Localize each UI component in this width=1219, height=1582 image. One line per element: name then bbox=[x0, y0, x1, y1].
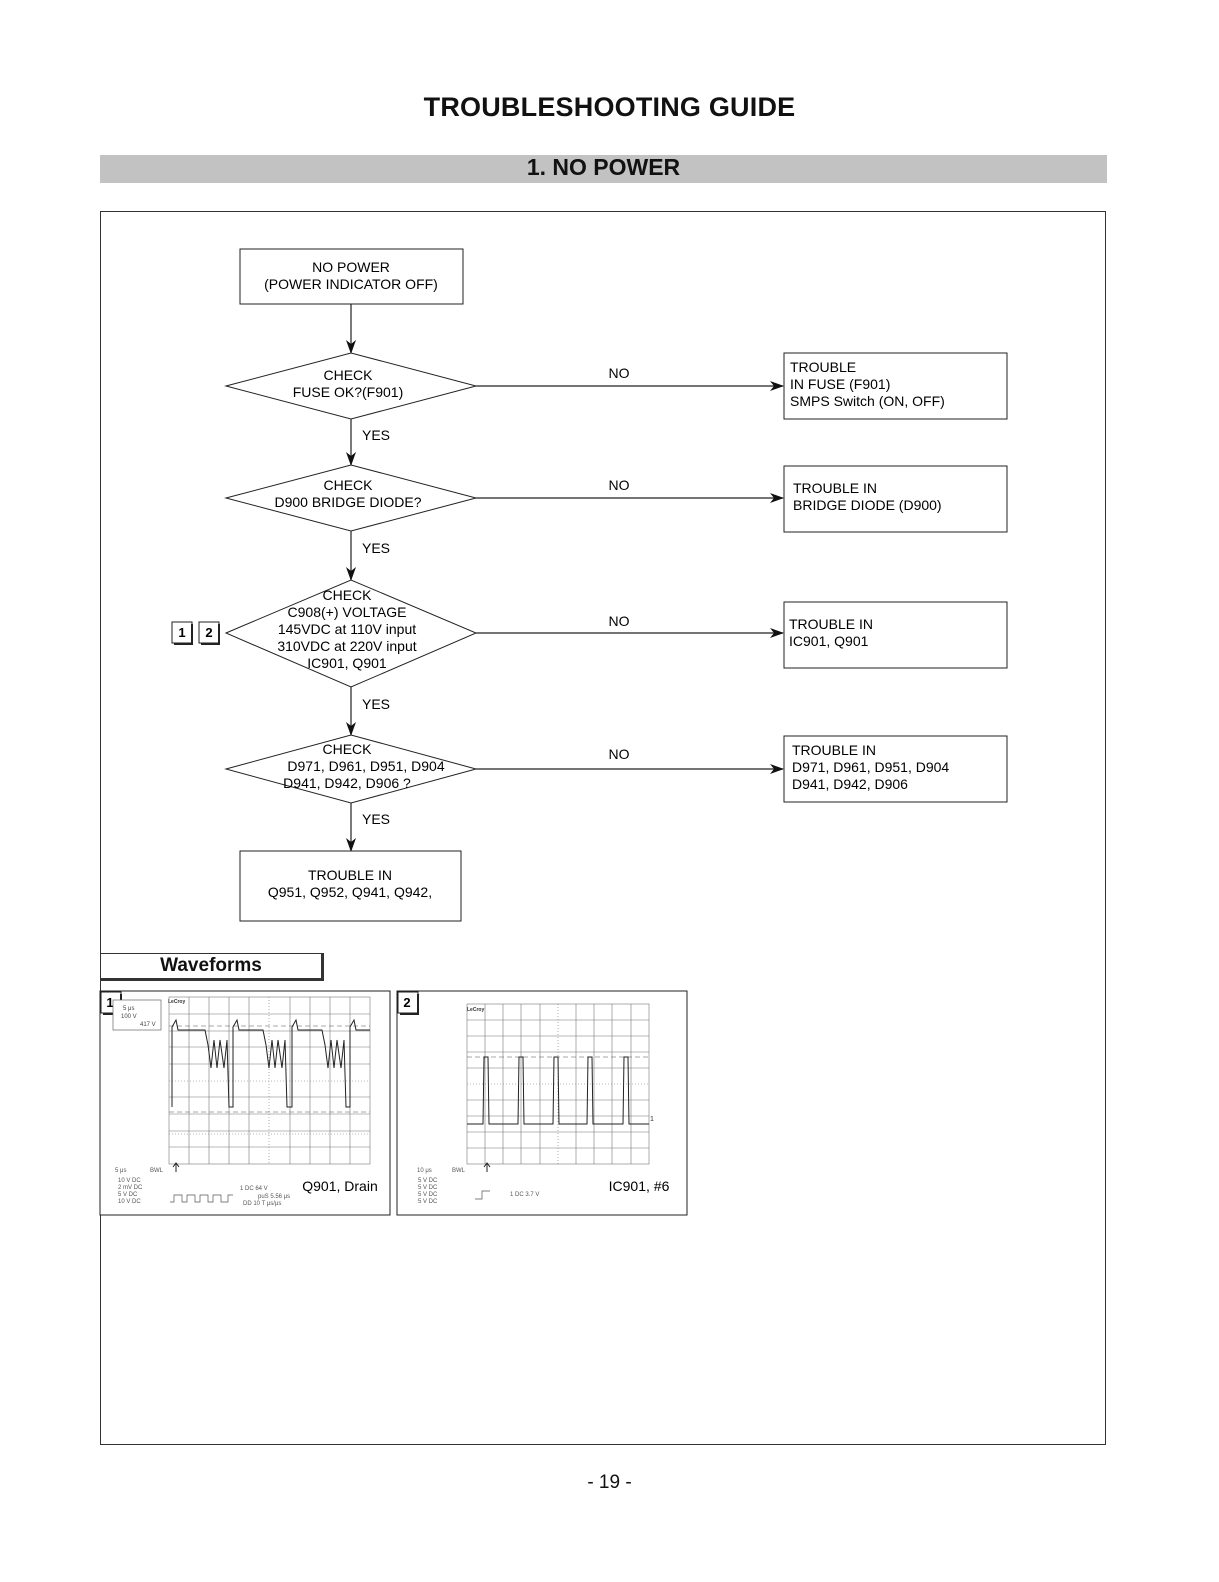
waveform-trace-1 bbox=[171, 1018, 370, 1108]
result-text: D941, D942, D906 bbox=[792, 776, 908, 792]
waveforms-heading-tab: Waveforms bbox=[100, 953, 324, 981]
result-text: IN FUSE (F901) bbox=[790, 376, 890, 392]
decision-text: CHECK bbox=[322, 587, 372, 603]
scope-footer-text: BWL bbox=[150, 1168, 164, 1174]
scope-brand: LeCroy bbox=[467, 1007, 484, 1013]
decision-text: CHECK bbox=[323, 367, 373, 383]
no-label: NO bbox=[609, 613, 630, 629]
scope-scale-text: 417 V bbox=[140, 1022, 156, 1028]
yes-label: YES bbox=[362, 540, 390, 556]
section-title: 1. NO POWER bbox=[526, 154, 681, 180]
end-node-line: Q951, Q952, Q941, Q942, bbox=[268, 884, 432, 900]
start-node-line: (POWER INDICATOR OFF) bbox=[264, 276, 438, 292]
scope-footer-text: 5 V DC bbox=[118, 1192, 138, 1198]
decision-text: IC901, Q901 bbox=[307, 655, 387, 671]
scope-footer-text: 1 DC 3.7 V bbox=[510, 1192, 539, 1198]
scope-footer-text: 10 V DC bbox=[118, 1178, 141, 1184]
result-text: SMPS Switch (ON, OFF) bbox=[790, 393, 945, 409]
scope-footer-text: 2 mV DC bbox=[118, 1185, 143, 1191]
result-ic901-trouble: TROUBLE IN IC901, Q901 bbox=[783, 601, 1008, 669]
waveform-caption: IC901, #6 bbox=[609, 1178, 670, 1194]
waveform-panel-2: 2 LeCroy 1 10 μs BWL 5 V DC 5 V DC 5 V D… bbox=[396, 990, 688, 1216]
scope-brand: LeCroy bbox=[168, 999, 185, 1005]
yes-label: YES bbox=[362, 427, 390, 443]
result-text: TROUBLE bbox=[790, 359, 856, 375]
page-title: TROUBLESHOOTING GUIDE bbox=[423, 92, 796, 122]
page-number: - 19 - bbox=[587, 1472, 632, 1493]
scope-footer-text: 10 μs bbox=[417, 1168, 432, 1174]
svg-text:1: 1 bbox=[650, 1116, 654, 1123]
result-fuse-trouble: TROUBLE IN FUSE (F901) SMPS Switch (ON, … bbox=[783, 352, 1008, 420]
ref-number: 1 bbox=[178, 625, 185, 640]
scope-footer-text: 5 μs bbox=[115, 1168, 126, 1174]
waveforms-heading: Waveforms bbox=[160, 955, 262, 976]
no-label: NO bbox=[609, 365, 630, 381]
scope-scale-text: 100 V bbox=[121, 1014, 137, 1020]
scope-footer-text: puS 5.56 μs bbox=[258, 1194, 290, 1200]
result-text: TROUBLE IN bbox=[789, 616, 873, 632]
scope-footer-text: 5 V DC bbox=[418, 1178, 438, 1184]
decision-text: D971, D961, D951, D904 bbox=[287, 758, 444, 774]
no-label: NO bbox=[609, 746, 630, 762]
waveform-ref-badge-1: 1 bbox=[171, 621, 193, 645]
scope-footer-text: 1 DC 64 V bbox=[240, 1186, 268, 1192]
result-diodes-trouble: TROUBLE IN D971, D961, D951, D904 D941, … bbox=[783, 735, 1008, 803]
scope-graticule bbox=[466, 1003, 650, 1165]
waveform-number: 2 bbox=[403, 995, 410, 1010]
yes-label: YES bbox=[362, 811, 390, 827]
scope-footer-text: 10 V DC bbox=[118, 1199, 141, 1205]
waveform-number: 1 bbox=[106, 995, 113, 1010]
decision-text: 145VDC at 110V input bbox=[278, 621, 416, 637]
decision-fuse-check: CHECK FUSE OK?(F901) bbox=[224, 352, 478, 420]
yes-label: YES bbox=[362, 696, 390, 712]
result-text: BRIDGE DIODE (D900) bbox=[793, 497, 942, 513]
scope-footer-text: 5 V DC bbox=[418, 1185, 438, 1191]
waveform-ref-badge-2: 2 bbox=[198, 621, 220, 645]
end-node-line: TROUBLE IN bbox=[308, 867, 392, 883]
flowchart-frame bbox=[100, 211, 1106, 1445]
result-text: TROUBLE IN bbox=[792, 742, 876, 758]
result-text: D971, D961, D951, D904 bbox=[792, 759, 949, 775]
decision-text: C908(+) VOLTAGE bbox=[288, 604, 407, 620]
start-node-line: NO POWER bbox=[312, 259, 390, 275]
result-text: TROUBLE IN bbox=[793, 480, 877, 496]
no-label: NO bbox=[609, 477, 630, 493]
decision-bridge-diode-check: CHECK D900 BRIDGE DIODE? bbox=[224, 464, 478, 532]
decision-text: D941, D942, D906 ? bbox=[283, 775, 411, 791]
decision-text: D900 BRIDGE DIODE? bbox=[274, 494, 421, 510]
section-header-bar: 1. NO POWER bbox=[100, 155, 1107, 183]
scope-footer-text: 5 V DC bbox=[418, 1199, 438, 1205]
scope-footer-text: BWL bbox=[452, 1168, 466, 1174]
scope-footer-text: 5 V DC bbox=[418, 1192, 438, 1198]
end-node: TROUBLE IN Q951, Q952, Q941, Q942, bbox=[239, 850, 462, 922]
scope-graticule bbox=[168, 996, 371, 1165]
result-bridge-diode-trouble: TROUBLE IN BRIDGE DIODE (D900) bbox=[783, 465, 1008, 533]
decision-diodes-check: CHECK D971, D961, D951, D904 D941, D942,… bbox=[224, 734, 478, 804]
waveform-caption: Q901, Drain bbox=[302, 1178, 377, 1194]
start-node: NO POWER (POWER INDICATOR OFF) bbox=[239, 248, 464, 305]
scope-scale-text: 5 μs bbox=[123, 1006, 134, 1012]
decision-voltage-check: CHECK C908(+) VOLTAGE 145VDC at 110V inp… bbox=[224, 579, 478, 688]
waveform-panel-1: 1 5 μs 100 V 417 V LeCroy 5 μs BWL bbox=[99, 990, 391, 1216]
result-text: IC901, Q901 bbox=[789, 633, 869, 649]
decision-text: 310VDC at 220V input bbox=[277, 638, 416, 654]
decision-text: CHECK bbox=[323, 477, 373, 493]
ref-number: 2 bbox=[205, 625, 212, 640]
waveform-trace-2 bbox=[467, 1056, 649, 1125]
decision-text: CHECK bbox=[322, 741, 372, 757]
decision-text: FUSE OK?(F901) bbox=[293, 384, 403, 400]
scope-footer-text: DD 10 T μs/μs bbox=[243, 1201, 281, 1207]
